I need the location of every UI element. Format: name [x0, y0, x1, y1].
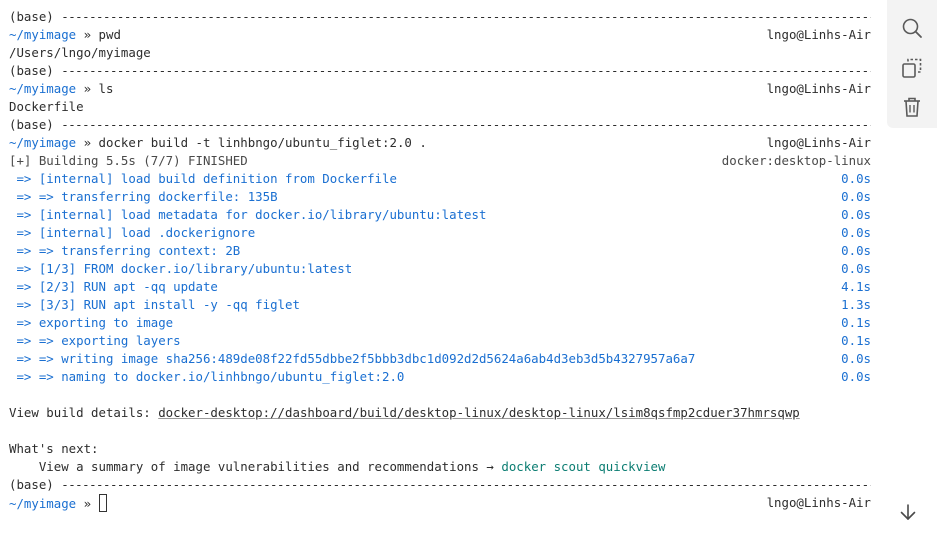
- build-step-time: 0.1s: [841, 315, 871, 330]
- build-step-text: => [internal] load build definition from…: [9, 171, 397, 186]
- build-details-line: View build details: docker-desktop://das…: [9, 404, 871, 422]
- build-step: => [1/3] FROM docker.io/library/ubuntu:l…: [9, 260, 871, 278]
- build-step: => => transferring context: 2B 0.0s: [9, 242, 871, 260]
- copy-icon: [902, 58, 922, 78]
- build-step: => => writing image sha256:489de08f22fd5…: [9, 350, 871, 368]
- prompt-separator: »: [83, 496, 92, 511]
- separator-dashes: ----------------------------------------…: [61, 9, 871, 24]
- build-step-time: 0.0s: [841, 243, 871, 258]
- build-step-text: => exporting to image: [9, 315, 174, 330]
- copy-button[interactable]: [897, 53, 927, 83]
- base-separator: (base) ---------------------------------…: [9, 62, 871, 80]
- build-header: [+] Building 5.5s (7/7) FINISHED: [9, 153, 248, 168]
- conda-env-label: (base): [9, 63, 54, 78]
- prompt-line: ~/myimage » lngo@Linhs-Air: [9, 494, 871, 512]
- terminal-side-toolbar: [887, 0, 937, 128]
- prompt-separator: »: [83, 27, 92, 42]
- search-button[interactable]: [897, 13, 927, 43]
- command-text: docker build -t linhbngo/ubuntu_figlet:2…: [98, 135, 427, 150]
- build-step-time: 0.1s: [841, 333, 871, 348]
- terminal-output[interactable]: (base) ---------------------------------…: [9, 8, 871, 512]
- user-host: lngo@Linhs-Air: [766, 81, 871, 96]
- conda-env-label: (base): [9, 477, 54, 492]
- build-step-time: 0.0s: [841, 369, 871, 384]
- prompt-path: ~/myimage: [9, 496, 77, 511]
- prompt-separator: »: [83, 81, 92, 96]
- build-step-time: 4.1s: [841, 279, 871, 294]
- whats-next-heading: What's next:: [9, 441, 99, 456]
- separator-dashes: ----------------------------------------…: [61, 63, 871, 78]
- separator-dashes: ----------------------------------------…: [61, 477, 871, 492]
- prompt-line: ~/myimage » pwd lngo@Linhs-Air: [9, 26, 871, 44]
- prompt-path: ~/myimage: [9, 27, 77, 42]
- build-step-text: => => writing image sha256:489de08f22fd5…: [9, 351, 696, 366]
- build-header-line: [+] Building 5.5s (7/7) FINISHED docker:d…: [9, 152, 871, 170]
- build-step-text: => => naming to docker.io/linhbngo/ubunt…: [9, 369, 405, 384]
- scout-command: docker scout quickview: [501, 459, 666, 474]
- arrow-down-icon: [900, 504, 916, 520]
- build-step-time: 0.0s: [841, 351, 871, 366]
- build-step-time: 0.0s: [841, 207, 871, 222]
- output-line: /Users/lngo/myimage: [9, 45, 151, 60]
- prompt-line: ~/myimage » ls lngo@Linhs-Air: [9, 80, 871, 98]
- build-step-text: => [3/3] RUN apt install -y -qq figlet: [9, 297, 300, 312]
- build-step: => exporting to image 0.1s: [9, 314, 871, 332]
- output-line: Dockerfile: [9, 99, 84, 114]
- prompt-separator: »: [83, 135, 92, 150]
- build-step: => => naming to docker.io/linhbngo/ubunt…: [9, 368, 871, 386]
- conda-env-label: (base): [9, 9, 54, 24]
- base-separator: (base) ---------------------------------…: [9, 476, 871, 494]
- build-step-text: => => transferring context: 2B: [9, 243, 241, 258]
- build-step-time: 0.0s: [841, 225, 871, 240]
- user-host: lngo@Linhs-Air: [766, 495, 871, 510]
- prompt-path: ~/myimage: [9, 81, 77, 96]
- terminal-cursor[interactable]: [98, 494, 107, 512]
- build-step: => [internal] load metadata for docker.i…: [9, 206, 871, 224]
- scout-hint-text: View a summary of image vulnerabilities …: [9, 459, 502, 474]
- build-step: => [internal] load .dockerignore 0.0s: [9, 224, 871, 242]
- search-icon: [902, 18, 922, 38]
- user-host: lngo@Linhs-Air: [766, 135, 871, 150]
- build-step-time: 0.0s: [841, 171, 871, 186]
- build-step: => => transferring dockerfile: 135B 0.0s: [9, 188, 871, 206]
- scroll-to-bottom-button[interactable]: [895, 500, 921, 524]
- prompt-line: ~/myimage » docker build -t linhbngo/ubu…: [9, 134, 871, 152]
- build-step-time: 0.0s: [841, 261, 871, 276]
- clear-button[interactable]: [897, 92, 927, 122]
- command-text: ls: [98, 81, 114, 96]
- build-step-text: => [internal] load metadata for docker.i…: [9, 207, 487, 222]
- build-step-text: => => transferring dockerfile: 135B: [9, 189, 278, 204]
- build-step: => [3/3] RUN apt install -y -qq figlet 1.…: [9, 296, 871, 314]
- base-separator: (base) ---------------------------------…: [9, 116, 871, 134]
- build-context: docker:desktop-linux: [721, 153, 871, 168]
- separator-dashes: ----------------------------------------…: [61, 117, 871, 132]
- build-step-text: => [1/3] FROM docker.io/library/ubuntu:l…: [9, 261, 353, 276]
- build-step: => [internal] load build definition from…: [9, 170, 871, 188]
- user-host: lngo@Linhs-Air: [766, 27, 871, 42]
- build-step-text: => [internal] load .dockerignore: [9, 225, 256, 240]
- build-details-label: View build details:: [9, 405, 159, 420]
- command-text: pwd: [98, 27, 121, 42]
- build-details-link[interactable]: docker-desktop://dashboard/build/desktop…: [158, 405, 800, 420]
- trash-icon: [904, 97, 920, 117]
- build-step-text: => => exporting layers: [9, 333, 181, 348]
- build-step-text: => [2/3] RUN apt -qq update: [9, 279, 218, 294]
- conda-env-label: (base): [9, 117, 54, 132]
- build-step: => [2/3] RUN apt -qq update 4.1s: [9, 278, 871, 296]
- blank-line: [9, 422, 871, 440]
- build-step-time: 1.3s: [841, 297, 871, 312]
- prompt-path: ~/myimage: [9, 135, 77, 150]
- scout-hint-line: View a summary of image vulnerabilities …: [9, 458, 871, 476]
- base-separator: (base) ---------------------------------…: [9, 8, 871, 26]
- build-step-time: 0.0s: [841, 189, 871, 204]
- blank-line: [9, 386, 871, 404]
- build-step: => => exporting layers 0.1s: [9, 332, 871, 350]
